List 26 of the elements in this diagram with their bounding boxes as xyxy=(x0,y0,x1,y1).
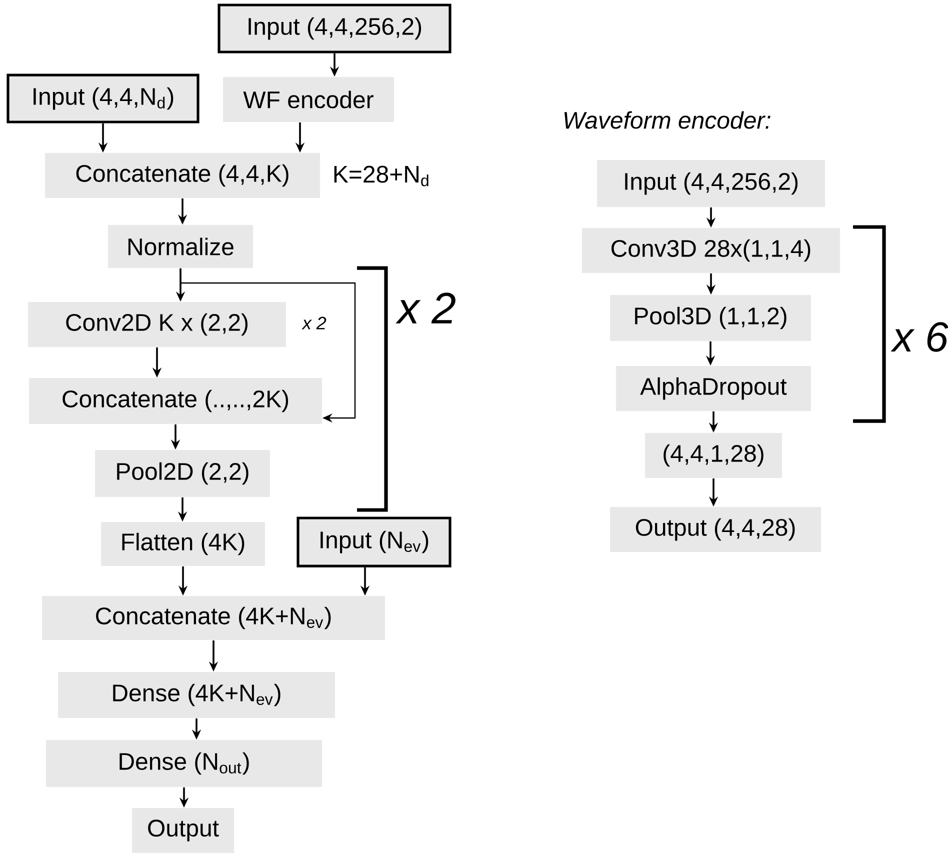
layer-box: Pool2D (2,2) xyxy=(95,450,270,497)
layer-box: Output (4,4,28) xyxy=(610,507,821,552)
layer-box: Pool3D (1,1,2) xyxy=(610,295,811,342)
layer-box: Normalize xyxy=(108,225,253,268)
layer-box: Flatten (4K) xyxy=(101,522,265,566)
layer-box: Concatenate (4K+N$_{ev}$) xyxy=(42,596,385,640)
input-box: Input (4,4,N$_{d}$) xyxy=(6,74,200,124)
input-box: Input (N$_{ev}$) xyxy=(296,516,452,568)
layer-box: Dense (4K+N$_{ev}$) xyxy=(58,672,335,718)
layer-box: AlphaDropout xyxy=(616,366,811,411)
skip-arrow xyxy=(180,268,356,423)
repeat-label: x 2 xyxy=(396,292,456,324)
layer-box: WF encoder xyxy=(223,77,394,122)
annotation-text: K=28+N$_{d}$ xyxy=(334,166,428,186)
repeat-label: x 6 xyxy=(890,322,948,352)
layer-box: Conv2D K x (2,2) xyxy=(28,302,286,347)
layer-box: Dense (N$_{out}$) xyxy=(46,740,322,787)
panel-heading: Waveform encoder: xyxy=(564,111,770,129)
layer-box: Conv3D 28x(1,1,4) xyxy=(582,228,840,273)
layer-box: Concatenate (4,4,K) xyxy=(45,153,320,198)
layer-box: Output xyxy=(132,808,234,854)
annotation-text: x 2 xyxy=(302,316,326,330)
layer-box: Concatenate (..,..,2K) xyxy=(29,378,322,424)
layer-box: (4,4,1,28) xyxy=(645,433,782,478)
input-box: Input (4,4,256,2) xyxy=(218,4,452,54)
layer-box: Input (4,4,256,2) xyxy=(597,160,825,208)
